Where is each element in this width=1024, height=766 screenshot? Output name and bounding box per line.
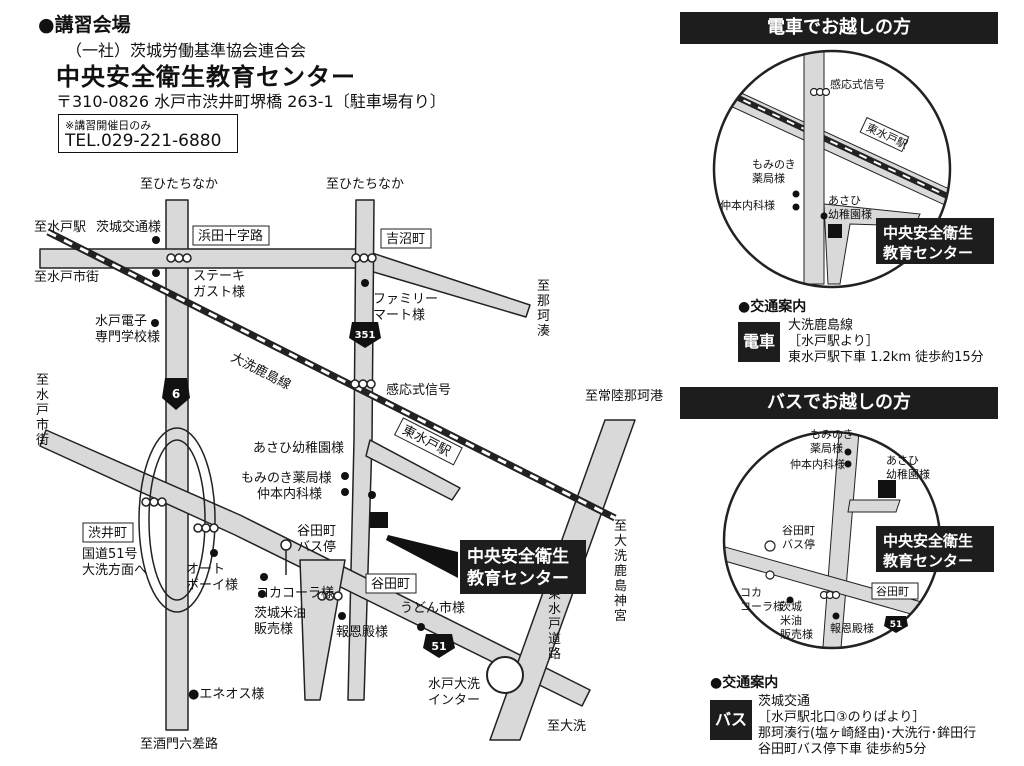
bus-inset-route51: 51 bbox=[890, 620, 903, 630]
bus-tag: バス bbox=[710, 700, 752, 740]
lm-asahi: あさひ幼稚園様 bbox=[253, 441, 344, 456]
lm-kokudo51: 国道51号大洗方面へ bbox=[82, 547, 147, 578]
dir-naka-minato: 至那珂湊 bbox=[537, 279, 550, 339]
train-inset-nakamoto: 仲本内科様 bbox=[720, 198, 775, 212]
lm-ibaraki-beiyu: 茨城米油販売様 bbox=[254, 606, 306, 637]
svg-text:6: 6 bbox=[172, 387, 180, 401]
train-line-3: 東水戸駅下車 1.2km 徒歩約15分 bbox=[788, 350, 984, 365]
lm-bus-stop: 谷田町バス停 bbox=[297, 524, 336, 555]
dir-mito-shigai-h: 至水戸市街 bbox=[34, 269, 99, 285]
tel-box: ※講習開催日のみ TEL.029-221-6880 bbox=[58, 114, 238, 153]
lm-sensor-signal: 感応式信号 bbox=[386, 382, 451, 398]
organization-name: （一社）茨城労働基準協会連合会 bbox=[66, 41, 307, 60]
lm-mito-oarai-ic: 水戸大洗インター bbox=[428, 677, 480, 708]
route-6-shield: 6 bbox=[162, 378, 190, 410]
lm-nakamoto: 仲本内科様 bbox=[257, 486, 322, 502]
train-inset-sensor: 感応式信号 bbox=[830, 77, 885, 91]
train-inset-asahi: あさひ幼稚園様 bbox=[828, 194, 872, 221]
bus-inset-houon: 報恩殿様 bbox=[830, 621, 874, 635]
tel-number[interactable]: TEL.029-221-6880 bbox=[65, 131, 222, 151]
lm-eneos: ●エネオス様 bbox=[188, 687, 264, 702]
lm-steak-gusto: ステーキガスト様 bbox=[193, 269, 245, 300]
center-name: 中央安全衛生教育センター bbox=[56, 63, 356, 91]
main-callout-box bbox=[460, 540, 586, 594]
lm-oarai-kashima-line: 大洗鹿島線 bbox=[228, 349, 293, 393]
bus-inset-yatamachi: 谷田町 bbox=[876, 585, 909, 598]
venue-heading: ●講習会場 bbox=[38, 14, 131, 36]
train-inset-momiji: もみのき薬局様 bbox=[752, 158, 796, 185]
lm-cocacola: コカコーラ様 bbox=[256, 586, 334, 601]
bus-inset-callout: 中央安全衛生教育センター bbox=[882, 532, 973, 570]
dir-oarai-kashima: 至大洗鹿島神宮 bbox=[614, 519, 627, 624]
int-yatamachi: 谷田町 bbox=[371, 577, 410, 592]
int-shibui: 渋井町 bbox=[88, 526, 127, 541]
bus-inset-busstop: 谷田町バス停 bbox=[782, 524, 815, 551]
route6-road bbox=[165, 199, 189, 731]
int-hamada: 浜田十字路 bbox=[198, 228, 263, 244]
route-51-shield: 51 bbox=[423, 634, 455, 658]
bus-line-3: 那珂湊行(塩ヶ崎経由)･大洗行･鉾田行 bbox=[758, 726, 977, 741]
svg-text:351: 351 bbox=[355, 330, 376, 341]
lm-houon-den: 報恩殿様 bbox=[336, 625, 388, 640]
hamada-road bbox=[39, 248, 531, 318]
dir-mito-shigai-v: 至水戸市街 bbox=[36, 373, 49, 448]
bus-inset-beiyu: 茨城米油販売様 bbox=[780, 599, 813, 641]
lm-higashi-mito-road: 東水戸道路 bbox=[548, 586, 561, 662]
bus-inset-nakamoto: 仲本内科様 bbox=[790, 457, 845, 471]
train-header: 電車でお越しの方 bbox=[680, 12, 998, 44]
bus-inset-asahi: あさひ幼稚園様 bbox=[886, 454, 930, 481]
dir-sakado: 至酒門六差路 bbox=[140, 736, 218, 752]
lm-udon: うどん市様 bbox=[400, 600, 465, 616]
address: 〒310-0826 水戸市渋井町堺橋 263-1〔駐車場有り〕 bbox=[56, 92, 446, 111]
bus-inset-momiji: もみのき薬局様 bbox=[810, 428, 854, 455]
bus-inset-map: 仲本内科様 報恩殿様 もみのき薬局様 あさひ幼稚園様 谷田町バス停 コカコーラ様… bbox=[722, 428, 994, 650]
bus-header: バスでお越しの方 bbox=[680, 387, 998, 419]
train-inset-map: 感応式信号 仲本内科様 もみのき薬局様 あさひ幼稚園様 東水戸駅 中央安全衛生教… bbox=[712, 49, 994, 289]
train-guide-heading: ●交通案内 bbox=[738, 299, 807, 315]
dir-mito-station: 至水戸駅 bbox=[34, 220, 86, 235]
dir-oarai: 至大洗 bbox=[547, 719, 586, 734]
int-yoshinuma: 吉沼町 bbox=[386, 232, 425, 247]
train-line-2: ［水戸駅より］ bbox=[788, 334, 879, 349]
venue-building bbox=[370, 512, 388, 528]
bus-line-1: 茨城交通 bbox=[758, 694, 811, 709]
bus-line-4: 谷田町バス停下車 徒歩約5分 bbox=[758, 742, 927, 757]
route-351-shield: 351 bbox=[349, 322, 381, 348]
train-inset-callout: 中央安全衛生教育センター bbox=[882, 224, 973, 262]
bus-guide-heading: ●交通案内 bbox=[710, 675, 779, 691]
dir-hitachinaka-port: 至常陸那珂港 bbox=[585, 388, 663, 404]
main-map: 6 351 51 至ひたちなか 至ひたちなか 至水戸駅 至水戸市街 茨城交通様 … bbox=[34, 177, 663, 752]
bus-inset-cocacola: コカコーラ様 bbox=[740, 586, 784, 613]
dir-hitachinaka-2: 至ひたちなか bbox=[326, 177, 404, 192]
lm-family-mart: ファミリーマート様 bbox=[373, 292, 438, 323]
side-road bbox=[365, 439, 461, 501]
lm-ibaraki-kotsu: 茨城交通様 bbox=[96, 219, 161, 235]
lm-momiji: もみのき薬局様 bbox=[241, 471, 332, 486]
lm-auto-boy: オートボーイ様 bbox=[186, 562, 238, 593]
dir-hitachinaka-1: 至ひたちなか bbox=[140, 177, 218, 192]
lm-mito-denshi: 水戸電子専門学校様 bbox=[95, 314, 160, 345]
svg-text:51: 51 bbox=[431, 640, 446, 653]
train-tag: 電車 bbox=[738, 322, 780, 362]
main-callout: 中央安全衛生教育センター bbox=[466, 546, 569, 589]
bus-line-2: ［水戸駅北口③のりばより］ bbox=[758, 710, 926, 725]
tel-note: ※講習開催日のみ bbox=[65, 119, 152, 132]
train-line-1: 大洗鹿島線 bbox=[788, 318, 854, 333]
